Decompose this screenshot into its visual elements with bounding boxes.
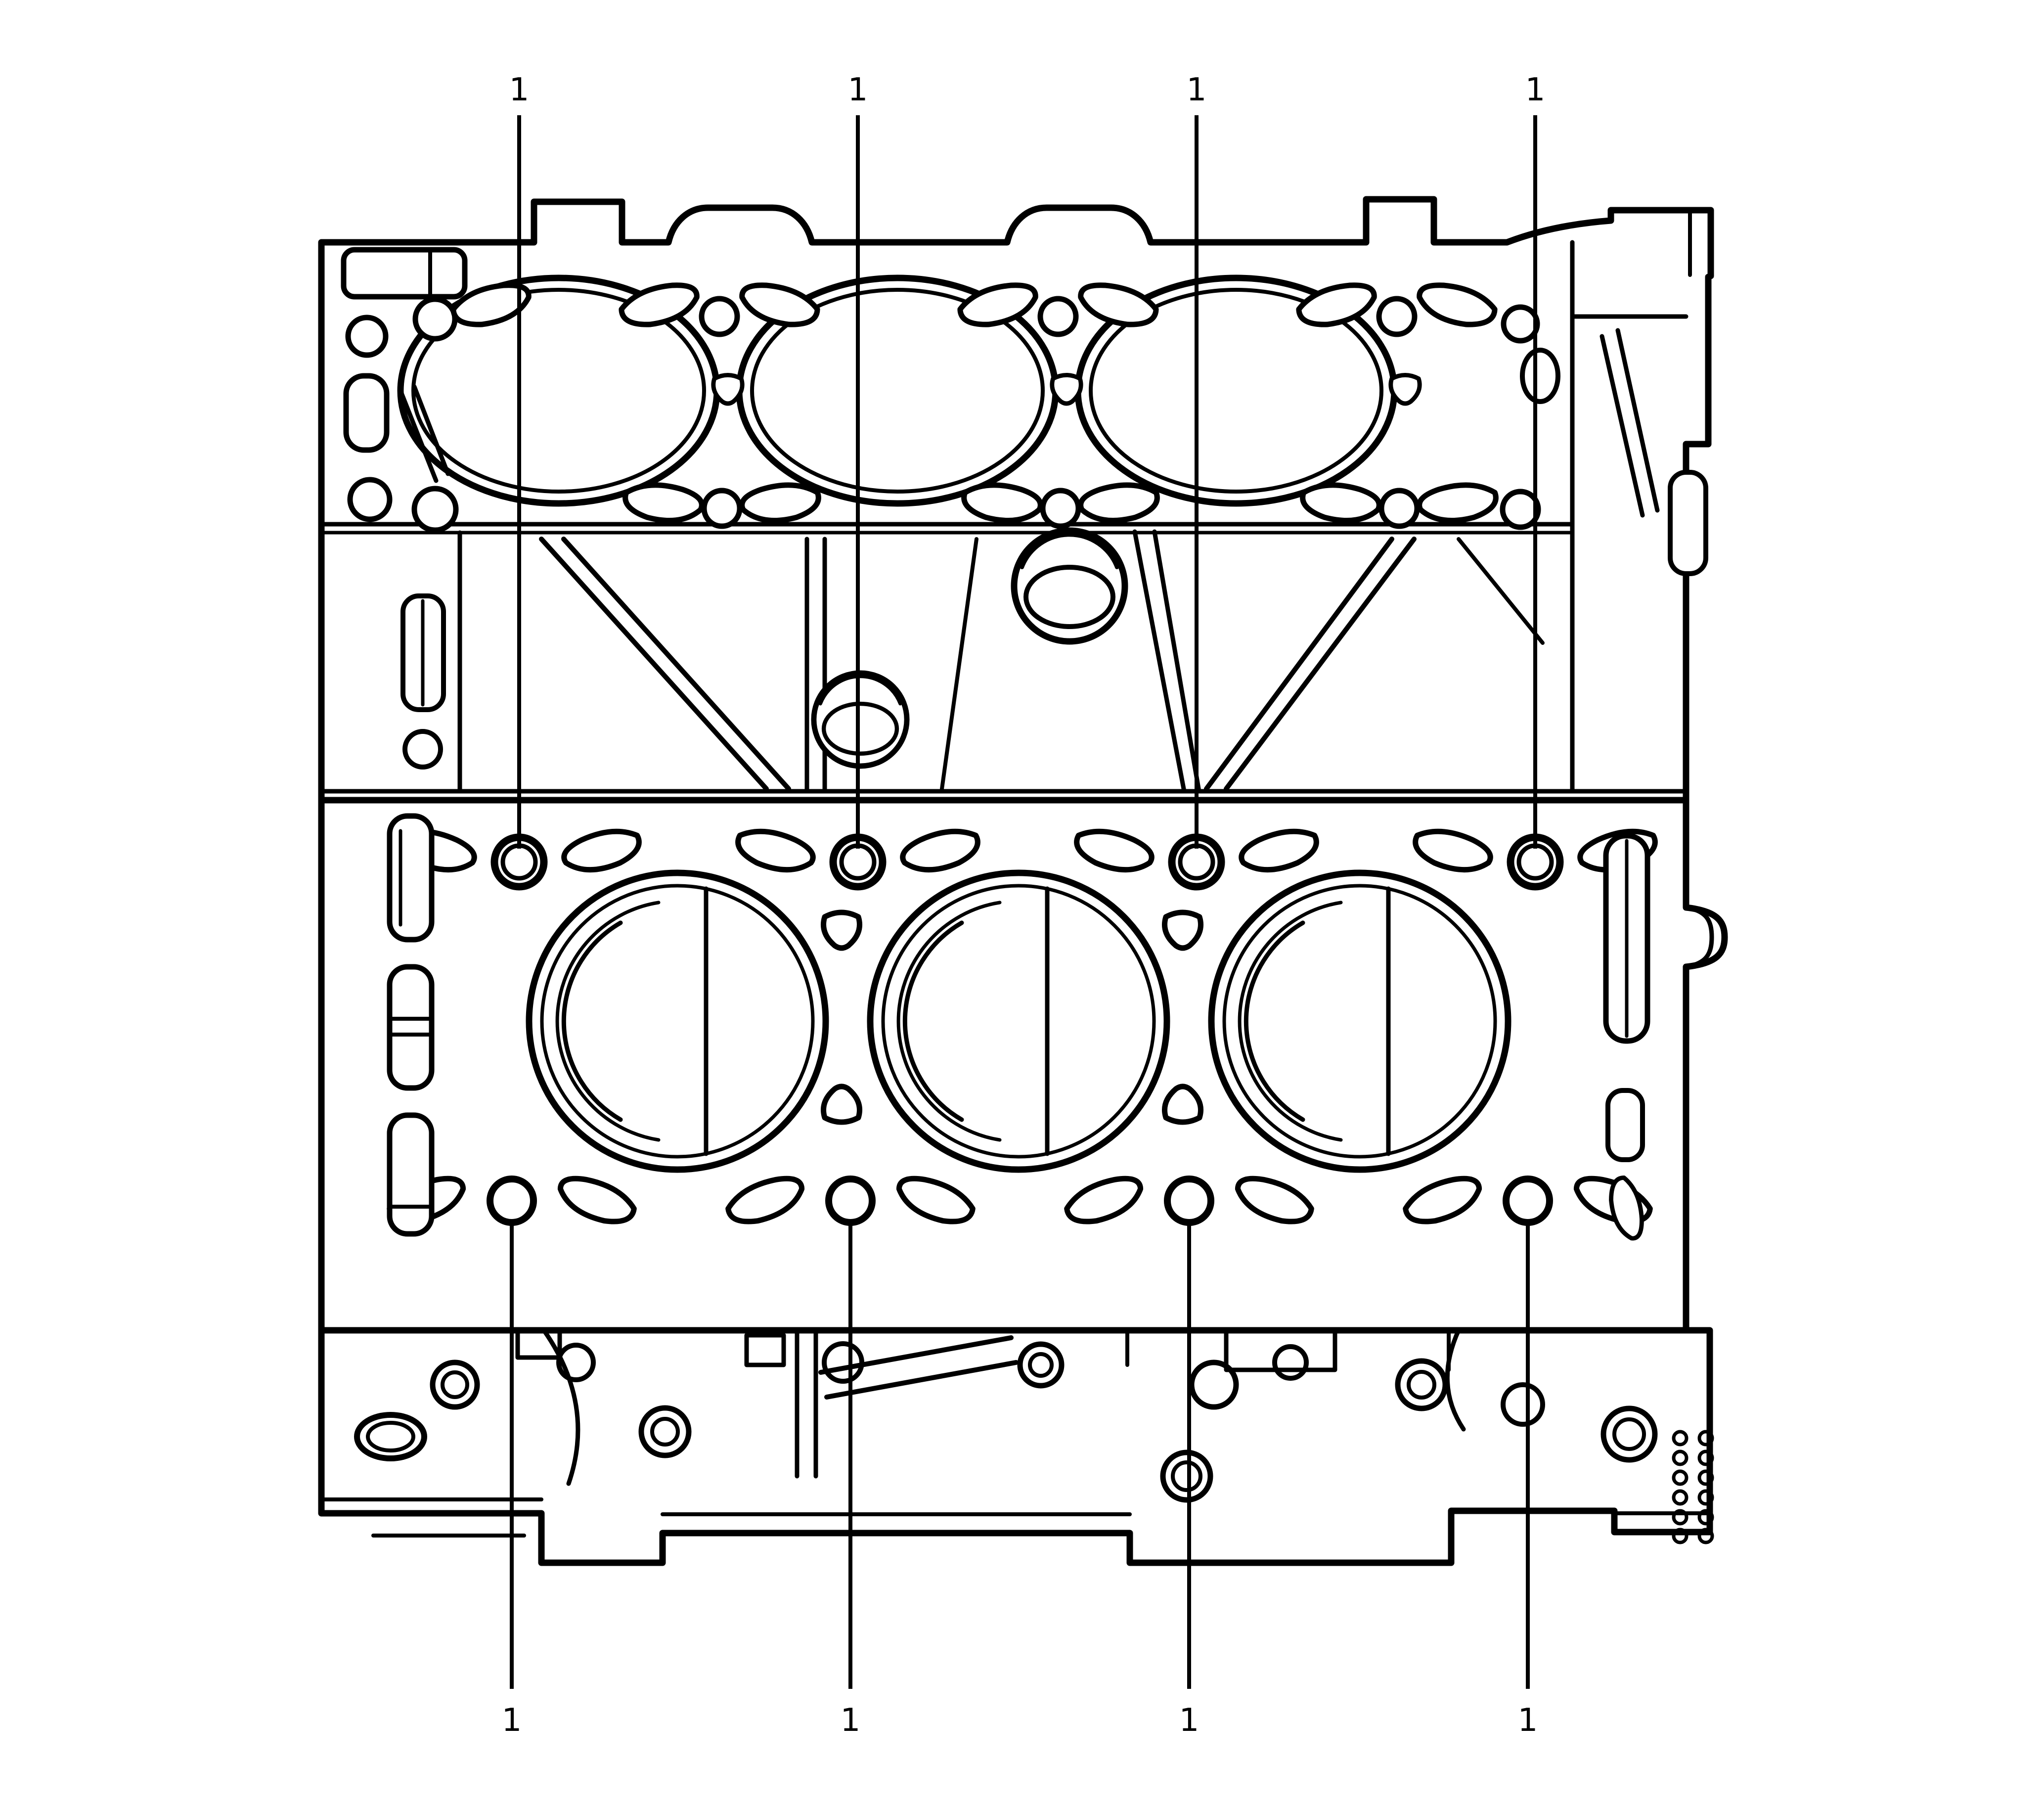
- coolant-hole: [411, 486, 459, 533]
- callout-label-bottom-1: 1: [502, 1702, 522, 1739]
- oil-drain-bore: [1014, 531, 1125, 641]
- coolant-hole: [1040, 488, 1081, 529]
- coolant-slot: [724, 1172, 808, 1229]
- coolant-hole: [412, 296, 458, 342]
- cylinder-bore-3: [1211, 873, 1508, 1170]
- callout-label-top-4: 1: [1525, 72, 1546, 108]
- oil-pan-rail: [319, 1497, 1710, 1538]
- head-bolt-hole-bottom-3: [1167, 1179, 1211, 1222]
- coolant-slot: [560, 822, 644, 879]
- valley-details: [400, 531, 1545, 794]
- crankcase-ribs: [515, 1328, 1466, 1486]
- callout-layer: 1 1 1 1 1 1 1 1: [502, 72, 1546, 1739]
- coolant-slot: [740, 479, 821, 527]
- coolant-hole: [701, 488, 743, 529]
- coolant-slot: [1416, 280, 1498, 330]
- callout-label-top-1: 1: [509, 72, 530, 108]
- callout-label-bottom-3: 1: [1179, 1702, 1200, 1739]
- coolant-slot: [1411, 822, 1495, 879]
- top-left-details: [341, 247, 468, 522]
- coolant-slot: [1607, 1176, 1645, 1241]
- oil-drain-bore: [814, 673, 907, 766]
- top-bank-bores: [397, 274, 1398, 507]
- deck-left-slots: [387, 813, 435, 1237]
- coolant-slot: [733, 822, 817, 879]
- vent-hole: [824, 1087, 860, 1122]
- top-right-flange: [1520, 314, 1708, 576]
- head-bolt-hole-bottom-4: [1506, 1179, 1550, 1222]
- callout-label-top-3: 1: [1187, 72, 1207, 108]
- head-bolt-hole-bottom-1: [490, 1179, 533, 1222]
- coolant-slot: [555, 1172, 639, 1229]
- coolant-slot: [738, 280, 821, 330]
- coolant-slot: [1077, 280, 1159, 330]
- coolant-slot: [899, 822, 983, 879]
- vent-hole: [713, 375, 742, 404]
- top-bore-3: [1074, 274, 1398, 507]
- coolant-hole: [1501, 304, 1540, 344]
- coolant-slot: [1300, 479, 1381, 527]
- vent-hole: [1165, 1087, 1201, 1122]
- callout-label-bottom-2: 1: [841, 1702, 861, 1739]
- callout-label-top-2: 1: [848, 72, 868, 108]
- coolant-slot: [1078, 479, 1160, 527]
- coolant-hole: [699, 296, 740, 337]
- dowel-hole-grid: [1672, 1430, 1714, 1544]
- vent-hole: [1391, 375, 1420, 404]
- head-bolt-hole-bottom-2: [829, 1179, 872, 1222]
- callout-label-bottom-4: 1: [1518, 1702, 1538, 1739]
- coolant-hole: [1376, 296, 1418, 337]
- coolant-slot: [893, 1172, 978, 1229]
- vent-hole: [824, 912, 860, 948]
- coolant-slot: [1417, 479, 1499, 527]
- cylinder-bore-1: [529, 873, 826, 1170]
- coolant-hole: [1500, 489, 1541, 530]
- engine-block-drawing: [318, 196, 1728, 1566]
- coolant-hole: [1378, 488, 1420, 529]
- vent-hole: [1165, 912, 1201, 948]
- block-outline: [318, 196, 1728, 1566]
- coolant-slot: [1063, 1172, 1147, 1229]
- crankcase-bolt-bosses: [354, 1341, 1658, 1503]
- coolant-slot: [1238, 822, 1322, 879]
- coolant-hole: [1037, 296, 1079, 337]
- coolant-slot: [1072, 822, 1156, 879]
- coolant-slot: [961, 479, 1043, 527]
- coolant-slot: [622, 479, 704, 527]
- coolant-slot: [1232, 1172, 1316, 1229]
- vent-hole: [1052, 375, 1081, 404]
- deck-right-slots: [1603, 833, 1714, 1241]
- cylinder-bore-2: [870, 873, 1167, 1170]
- front-bank-bores: [529, 873, 1508, 1170]
- coolant-slot: [1401, 1172, 1485, 1229]
- crankcase-details: [319, 1328, 1714, 1544]
